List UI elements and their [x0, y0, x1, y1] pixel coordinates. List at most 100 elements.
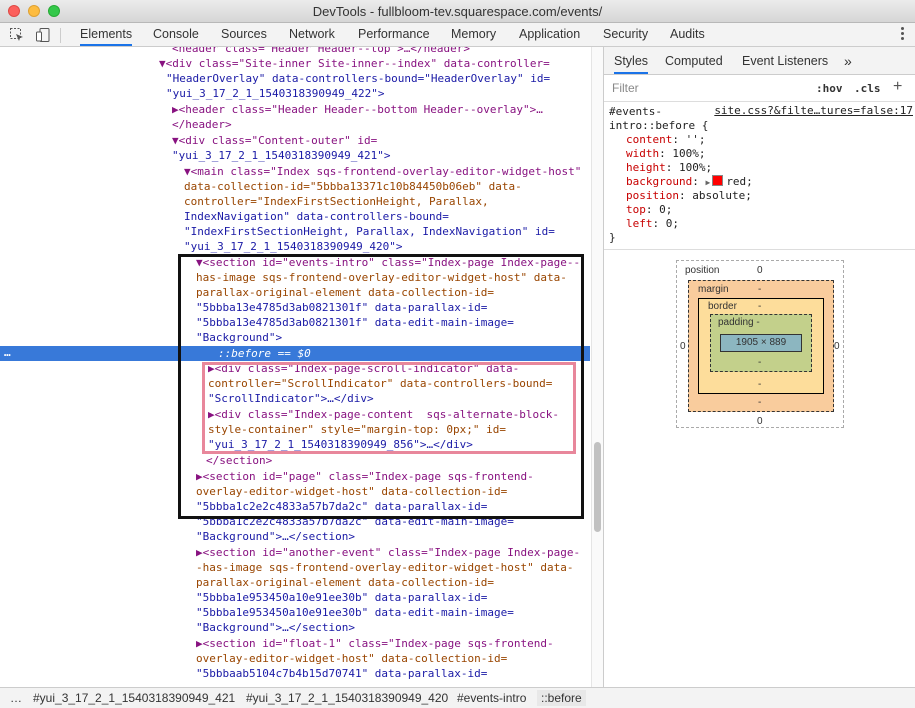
- tree-line[interactable]: ▼<section id="events-intro" class="Index…: [196, 256, 581, 269]
- before-pseudo-node[interactable]: ::before == $0: [218, 347, 311, 360]
- tab-styles[interactable]: Styles: [614, 47, 649, 74]
- new-rule-icon[interactable]: +: [893, 78, 903, 95]
- tree-line[interactable]: ▼<main class="Index sqs-frontend-overlay…: [184, 165, 582, 178]
- tree-line[interactable]: "Background">…</section>: [196, 621, 355, 634]
- css-declaration[interactable]: height: 100%;: [626, 161, 713, 174]
- rule-source-link[interactable]: site.css?&filte…tures=false:17: [714, 104, 913, 117]
- expand-triangle-icon[interactable]: ▶: [705, 178, 711, 187]
- property-name[interactable]: content: [626, 133, 673, 146]
- breadcrumb-item[interactable]: #events-intro: [457, 691, 527, 705]
- tree-line[interactable]: "5bbba13e4785d3ab0821301f" data-parallax…: [196, 301, 488, 314]
- tree-line[interactable]: "yui_3_17_2_1_1540318390949_422">: [166, 87, 385, 100]
- tab-event-listeners[interactable]: Event Listeners: [742, 54, 829, 68]
- breadcrumb-more[interactable]: …: [10, 691, 22, 705]
- inspect-element-icon[interactable]: [9, 27, 25, 43]
- tab-network[interactable]: Network: [289, 27, 335, 41]
- tree-line[interactable]: IndexNavigation" data-controllers-bound=: [184, 210, 449, 223]
- css-declaration[interactable]: width: 100%;: [626, 147, 706, 160]
- tree-line[interactable]: ▶<section id="float-1" class="Index-page…: [196, 637, 554, 650]
- property-name[interactable]: left: [626, 217, 653, 230]
- tree-line[interactable]: overlay-editor-widget-host" data-collect…: [196, 485, 508, 498]
- tab-sources[interactable]: Sources: [221, 27, 267, 41]
- tree-line[interactable]: controller="ScrollIndicator" data-contro…: [208, 377, 553, 390]
- tree-line[interactable]: "5bbba1e953450a10e91ee30b" data-edit-mai…: [196, 606, 514, 619]
- tree-line[interactable]: ▶<div class="Index-page-content sqs-alte…: [208, 408, 559, 421]
- more-tabs-icon[interactable]: »: [844, 53, 852, 69]
- border-bottom-value[interactable]: -: [758, 379, 762, 390]
- tab-elements[interactable]: Elements: [80, 23, 133, 46]
- tree-line[interactable]: ▼<div class="Site-inner Site-inner--inde…: [159, 57, 550, 70]
- tree-line[interactable]: ▶<section id="page" class="Index-page sq…: [196, 470, 534, 483]
- tab-audits[interactable]: Audits: [670, 27, 705, 41]
- tab-console[interactable]: Console: [153, 27, 199, 41]
- tree-line[interactable]: "yui_3_17_2_1_1540318390949_421">: [172, 149, 391, 162]
- property-value[interactable]: red;: [726, 175, 753, 188]
- tree-line[interactable]: "5bbba1e953450a10e91ee30b" data-parallax…: [196, 591, 488, 604]
- tree-line[interactable]: has-image sqs-frontend-overlay-editor-wi…: [196, 271, 567, 284]
- tree-line[interactable]: "IndexFirstSectionHeight, Parallax, Inde…: [184, 225, 555, 238]
- property-value[interactable]: 0;: [665, 217, 679, 230]
- tree-line[interactable]: <header class="Header Header--top">…</he…: [172, 47, 471, 55]
- tree-line[interactable]: -has-image sqs-frontend-overlay-editor-w…: [196, 561, 574, 574]
- property-name[interactable]: background: [626, 175, 693, 188]
- class-toggle[interactable]: .cls: [854, 82, 881, 95]
- tree-line[interactable]: "5bbbaab5104c7b4b15d70741" data-parallax…: [196, 667, 488, 680]
- property-value[interactable]: absolute;: [692, 189, 752, 202]
- position-right-value[interactable]: 0: [834, 341, 840, 352]
- elements-scrollbar[interactable]: [591, 47, 603, 687]
- selected-node-more[interactable]: …: [4, 346, 11, 359]
- position-left-value[interactable]: 0: [680, 341, 686, 352]
- tree-line[interactable]: style-container" style="margin-top: 0px;…: [208, 423, 507, 436]
- tab-performance[interactable]: Performance: [358, 27, 430, 41]
- close-window-button[interactable]: [8, 5, 20, 17]
- tree-line[interactable]: ▶<div class="Index-page-scroll-indicator…: [208, 362, 520, 375]
- css-declaration[interactable]: content: '';: [626, 133, 706, 146]
- tab-security[interactable]: Security: [603, 27, 649, 41]
- pane-divider[interactable]: [603, 47, 604, 687]
- hover-state-toggle[interactable]: :hov: [816, 82, 843, 95]
- tab-computed[interactable]: Computed: [665, 54, 723, 68]
- tree-line[interactable]: "HeaderOverlay" data-controllers-bound="…: [166, 72, 551, 85]
- property-value[interactable]: '';: [685, 133, 706, 146]
- color-swatch[interactable]: [712, 175, 724, 186]
- more-options-icon[interactable]: [901, 27, 905, 41]
- scrollbar-thumb[interactable]: [594, 442, 601, 532]
- tree-line[interactable]: "yui_3_17_2_1_1540318390949_420">: [184, 240, 403, 253]
- property-name[interactable]: height: [626, 161, 666, 174]
- css-declaration[interactable]: background: ▶red;: [626, 175, 753, 188]
- property-value[interactable]: 100%;: [679, 161, 713, 174]
- position-top-value[interactable]: 0: [757, 265, 763, 276]
- css-declaration[interactable]: position: absolute;: [626, 189, 752, 202]
- tab-application[interactable]: Application: [519, 27, 581, 41]
- tree-line[interactable]: </header>: [172, 118, 232, 131]
- tree-line[interactable]: parallax-original-element data-collectio…: [196, 576, 495, 589]
- tree-line[interactable]: ▶<section id="another-event" class="Inde…: [196, 546, 581, 559]
- tree-line[interactable]: "Background">: [196, 331, 283, 344]
- property-value[interactable]: 0;: [659, 203, 673, 216]
- margin-top-value[interactable]: -: [758, 284, 762, 295]
- tree-line[interactable]: "ScrollIndicator">…</div>: [208, 392, 374, 405]
- margin-bottom-value[interactable]: -: [758, 397, 762, 408]
- tree-line[interactable]: parallax-original-element data-collectio…: [196, 286, 495, 299]
- tree-line[interactable]: ▶<header class="Header Header--bottom He…: [172, 103, 543, 116]
- breadcrumb-item[interactable]: #yui_3_17_2_1_1540318390949_420: [246, 691, 449, 705]
- border-top-value[interactable]: -: [758, 301, 762, 312]
- css-declaration[interactable]: top: 0;: [626, 203, 673, 216]
- tree-line[interactable]: data-collection-id="5bbba13371c10b84450b…: [184, 180, 522, 193]
- tree-line[interactable]: "Background">…</section>: [196, 530, 355, 543]
- property-name[interactable]: width: [626, 147, 660, 160]
- content-size[interactable]: 1905 × 889: [720, 334, 802, 352]
- tree-line[interactable]: </section>: [206, 454, 273, 467]
- tree-line[interactable]: "5bbba13e4785d3ab0821301f" data-edit-mai…: [196, 316, 514, 329]
- device-toolbar-icon[interactable]: [35, 27, 51, 43]
- breadcrumb-item-selected[interactable]: ::before: [537, 690, 586, 706]
- tree-line[interactable]: "yui_3_17_2_1_1540318390949_856">…</div>: [208, 438, 473, 451]
- css-declaration[interactable]: left: 0;: [626, 217, 679, 230]
- property-name[interactable]: position: [626, 189, 679, 202]
- filter-input[interactable]: Filter: [612, 81, 639, 95]
- tree-line[interactable]: ▼<div class="Content-outer" id=: [172, 134, 378, 147]
- tree-line[interactable]: overlay-editor-widget-host" data-collect…: [196, 652, 508, 665]
- padding-bottom-value[interactable]: -: [758, 357, 762, 368]
- breadcrumb-item[interactable]: #yui_3_17_2_1_1540318390949_421: [33, 691, 236, 705]
- property-value[interactable]: 100%;: [672, 147, 706, 160]
